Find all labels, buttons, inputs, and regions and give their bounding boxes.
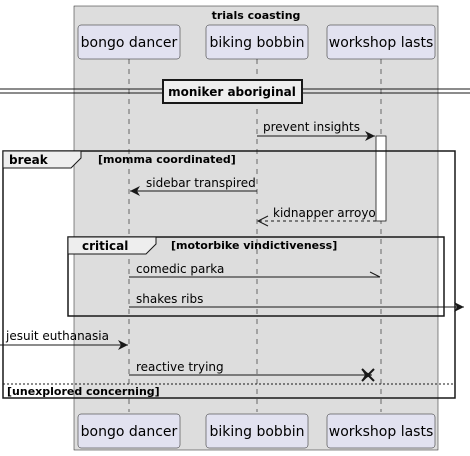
participant-label: bongo dancer [81,424,178,440]
message-label: prevent insights [263,120,360,134]
participant-label: workshop lasts [329,35,434,51]
lifelines [128,59,382,412]
group-box-title: trials coasting [212,9,301,22]
critical-fragment: critical [motorbike vindictiveness] [67,236,445,317]
message-reactive-trying[interactable]: reactive trying [129,360,375,382]
break-else-guard: [unexplored concerning] [7,385,160,398]
message-label: comedic parka [136,262,224,276]
divider-label: moniker aboriginal [168,85,296,99]
message-label: sidebar transpired [146,176,256,190]
participant-label: workshop lasts [329,424,434,440]
participant-biking-bobbin-top[interactable]: biking bobbin [205,24,309,60]
participant-biking-bobbin-bottom[interactable]: biking bobbin [205,413,309,449]
participant-bongo-dancer-top[interactable]: bongo dancer [77,24,181,60]
message-jesuit-euthanasia[interactable]: jesuit euthanasia [0,329,128,350]
message-label: shakes ribs [136,292,203,306]
message-sidebar-transpired[interactable]: sidebar transpired [130,176,257,196]
message-comedic-parka[interactable]: comedic parka [129,262,381,278]
break-fragment: break [momma coordinated] [unexplored co… [2,150,456,399]
participant-group-box: trials coasting [73,5,439,451]
divider: moniker aboriginal [0,79,470,104]
break-guard: [momma coordinated] [98,153,236,166]
participant-workshop-lasts-top[interactable]: workshop lasts [326,24,436,60]
critical-guard: [motorbike vindictiveness] [171,239,337,252]
critical-keyword: critical [82,239,128,253]
participant-label: biking bobbin [210,424,305,440]
message-label: reactive trying [136,360,224,374]
participant-label: biking bobbin [210,35,305,51]
message-label: jesuit euthanasia [5,329,109,343]
destroy-x-icon [361,368,375,382]
activation-bar-workshop-lasts [375,135,387,222]
message-prevent-insights[interactable]: prevent insights [257,120,375,141]
break-keyword: break [9,153,49,167]
participant-bongo-dancer-bottom[interactable]: bongo dancer [77,413,181,449]
participant-label: bongo dancer [81,35,178,51]
message-label: kidnapper arroyo [273,206,376,220]
message-kidnapper-arroyo[interactable]: kidnapper arroyo [256,206,376,227]
participant-workshop-lasts-bottom[interactable]: workshop lasts [326,413,436,449]
message-shakes-ribs[interactable]: shakes ribs [129,292,464,312]
